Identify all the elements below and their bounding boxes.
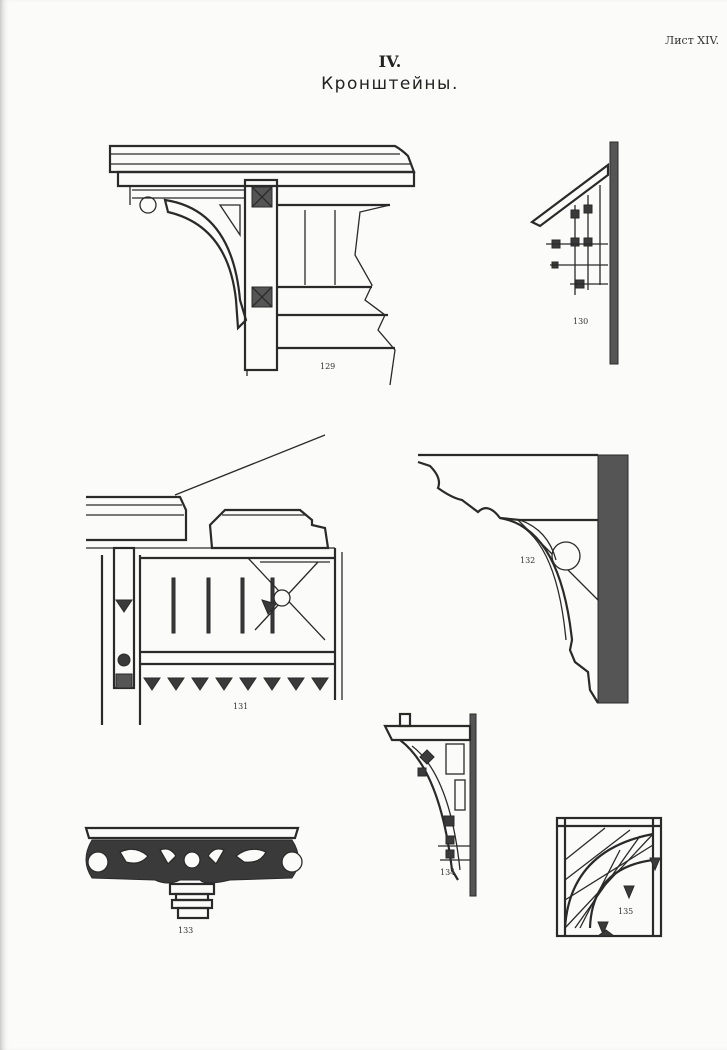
figure-135-drawing (555, 816, 663, 938)
plate-title: Кронштейны. (321, 74, 459, 94)
figure-132-drawing (417, 453, 629, 704)
figure-133-drawing (84, 826, 303, 920)
figure-number-134: 134 (440, 868, 456, 877)
figure-134-drawing (383, 712, 477, 897)
figure-number-133: 133 (178, 926, 194, 935)
figure-number-130: 130 (573, 317, 589, 326)
section-numeral: IV. (378, 52, 402, 71)
figure-number-129: 129 (320, 362, 336, 371)
figure-number-131: 131 (233, 702, 249, 711)
figure-130-drawing (529, 141, 619, 365)
figure-129-drawing (108, 144, 416, 386)
sheet-label: Лист XIV. (665, 34, 719, 47)
figure-number-135: 135 (618, 907, 634, 916)
figure-number-132: 132 (520, 556, 536, 565)
figure-131-drawing (86, 434, 343, 725)
